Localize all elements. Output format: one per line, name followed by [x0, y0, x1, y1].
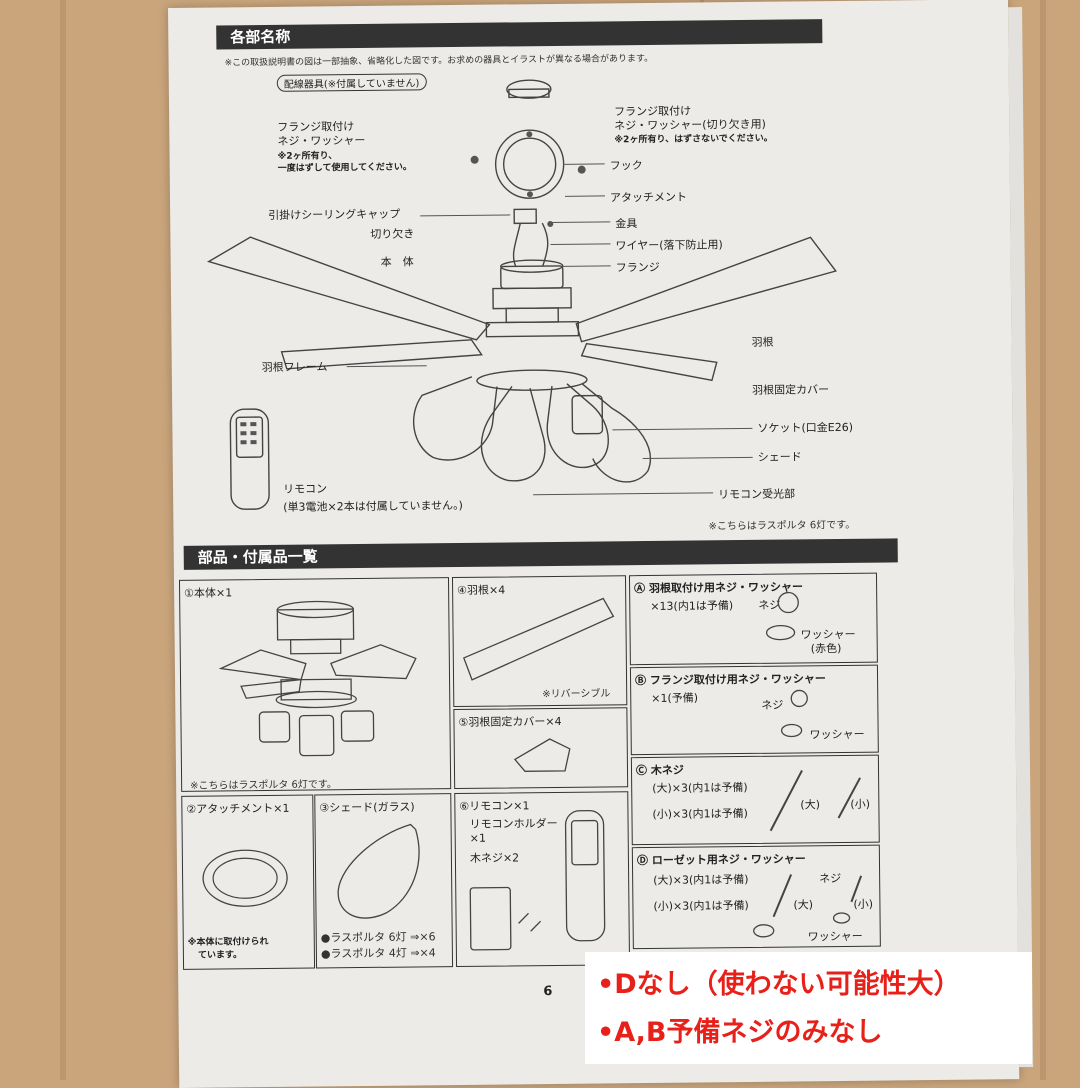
part-note-body: ※こちらはラスポルタ 6灯です。	[190, 779, 337, 792]
part-note-attachment-1: ※本体に取付けられ	[187, 936, 269, 948]
remote-illustration	[469, 809, 606, 951]
part-note-attachment-2: ています。	[197, 950, 243, 961]
part-box-body: ①本体×1 ※こちらはラスポルタ 6灯です。	[178, 577, 452, 792]
part-box-attachment: ②アタッチメント×1 ※本体に取付けられ ています。	[181, 794, 316, 970]
label-remote: リモコン	[282, 482, 328, 496]
part-shade-4: ●ラスポルタ 4灯 ⇒×4	[320, 946, 436, 961]
part-box-shade: ③シェード(ガラス) ●ラスポルタ 6灯 ⇒×6 ●ラスポルタ 4灯 ⇒×4	[314, 793, 454, 969]
annotation-line-2: •A,B予備ネジのみなし	[597, 1017, 883, 1048]
part-note-blade: ※リバーシブル	[542, 688, 611, 701]
annotation-line-1: •Dなし（使わない可能性大）	[597, 969, 961, 1000]
blade-cover-illustration	[513, 738, 571, 772]
label-notch: 切り欠き	[370, 227, 415, 241]
label-receiver: リモコン受光部	[718, 487, 796, 502]
screw-washer-a-illustration	[765, 591, 799, 641]
part-box-c: Ⓒ 木ネジ (大)×3(内1は予備) (小)×3(内1は予備) (大) (小)	[630, 754, 880, 846]
part-box-d: Ⓓ ローゼット用ネジ・ワッシャー (大)×3(内1は予備) (小)×3(内1は予…	[631, 844, 881, 950]
label-flange: フランジ	[615, 260, 660, 275]
label-ceiling-cap: 引掛けシーリングキャップ	[268, 207, 401, 222]
label-flange-note-right: ※2ヶ所有り、はずさないでください。	[614, 133, 773, 146]
fan-diagram	[206, 79, 837, 510]
part-box-blade: ④羽根×4 ※リバーシブル	[451, 575, 628, 708]
label-attachment: アタッチメント	[609, 190, 688, 205]
screw-washer-b-illustration	[780, 689, 808, 738]
label-model-note: ※こちらはラスポルタ 6灯です。	[708, 519, 856, 533]
floor-plank-line	[1040, 0, 1046, 1080]
label-flange-screw-left-2: ネジ・ワッシャー	[277, 133, 366, 148]
wood-screws-illustration	[769, 769, 861, 832]
label-remote-note: (単3電池×2本は付属していません。)	[283, 498, 463, 514]
manual-page: 各部名称 ※この取扱説明書の図は一部抽象、省略化した図です。お求めの器具とイラス…	[168, 0, 1034, 1088]
label-body: 本 体	[380, 255, 414, 269]
part-box-b: Ⓑ フランジ取付け用ネジ・ワッシャー ×1(予備) ネジ ワッシャー	[629, 664, 879, 756]
label-bracket: 金具	[615, 217, 638, 231]
fan-body-illustration	[218, 600, 417, 757]
label-shade: シェード	[757, 450, 802, 464]
annotation-box: •Dなし（使わない可能性大） •A,B予備ネジのみなし	[585, 952, 1032, 1064]
part-shade-6: ●ラスポルタ 6灯 ⇒×6	[320, 930, 436, 945]
blade-illustration	[462, 597, 615, 681]
label-wire: ワイヤー(落下防止用)	[615, 238, 723, 253]
label-blade: 羽根	[751, 335, 774, 349]
attachment-illustration	[202, 849, 288, 907]
rosette-screws-illustration	[753, 874, 863, 938]
part-box-remote: ⑥リモコン×1 リモコンホルダー ×1 木ネジ×2	[454, 791, 631, 968]
label-blade-cover: 羽根固定カバー	[751, 383, 830, 397]
floor-plank-line	[60, 0, 66, 1080]
label-blade-frame: 羽根フレーム	[261, 360, 328, 375]
label-socket: ソケット(口金E26)	[757, 420, 854, 435]
shade-illustration	[337, 823, 420, 919]
label-hook: フック	[609, 159, 643, 173]
part-box-blade-cover: ⑤羽根固定カバー×4	[453, 707, 629, 790]
part-box-a: Ⓐ 羽根取付け用ネジ・ワッシャー ×13(内1は予備) ネジ ワッシャー (赤色…	[628, 572, 878, 666]
page-number: 6	[543, 984, 553, 1000]
label-flange-note-left-2: 一度はずして使用してください。	[277, 162, 412, 174]
